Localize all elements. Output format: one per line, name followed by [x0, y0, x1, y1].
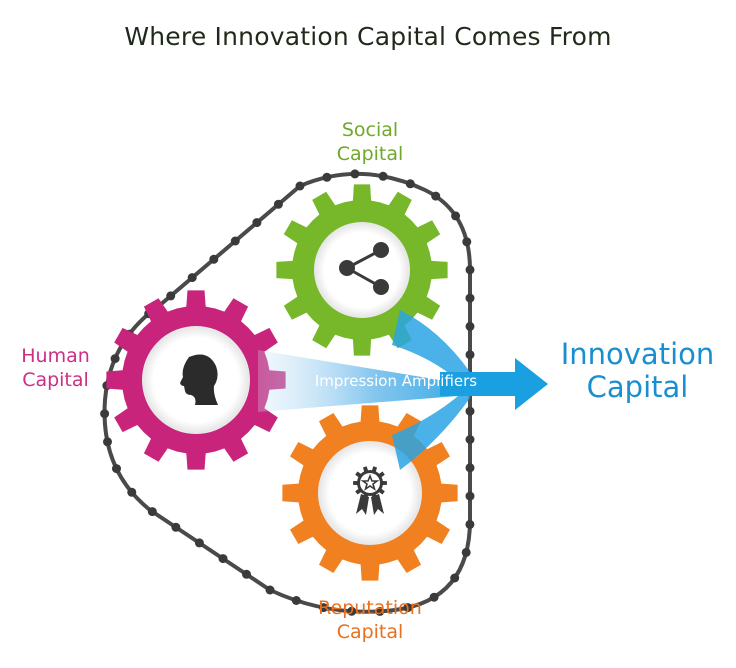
head-silhouette-icon: [180, 354, 218, 405]
chain-link: [273, 199, 283, 209]
chain-link: [465, 519, 475, 529]
chain-link: [166, 291, 176, 301]
chain-link: [450, 573, 460, 583]
chain-link: [375, 606, 385, 616]
chain-link: [465, 406, 475, 416]
chain-link: [405, 179, 415, 189]
human-gear: [106, 290, 286, 470]
chain-link: [465, 265, 475, 275]
chain-link: [431, 191, 441, 201]
chain-link: [465, 435, 475, 444]
chain-link: [265, 585, 275, 595]
human-capital-label: Human Capital: [21, 345, 90, 391]
chain-link: [242, 569, 251, 579]
chain-link: [322, 172, 332, 182]
chain-link: [429, 592, 439, 602]
chain-link: [100, 409, 110, 419]
share-icon: [339, 242, 389, 295]
chain-link: [147, 507, 157, 517]
chain-link: [465, 491, 475, 501]
chain-link: [230, 236, 240, 246]
innovation-capital-label: Innovation Capital: [560, 337, 715, 404]
chain-link: [465, 293, 475, 303]
chain-link: [465, 463, 475, 473]
chain-link: [451, 211, 461, 221]
chain-link: [350, 169, 360, 179]
chain-link: [403, 603, 413, 613]
chain-link: [347, 606, 357, 616]
diagram-title: Where Innovation Capital Comes From: [124, 22, 612, 51]
award-ribbon-icon: [353, 466, 387, 515]
chain-link: [465, 321, 475, 331]
chain-link: [319, 603, 329, 613]
chain-link: [209, 254, 219, 264]
chain-link: [127, 487, 137, 497]
chain-link: [378, 171, 388, 181]
reputation-capital-label: Reputation Capital: [318, 597, 422, 643]
social-capital-label: Social Capital: [336, 119, 404, 165]
chain-link: [112, 464, 121, 474]
output-arrow: [440, 358, 548, 410]
chain-link: [465, 350, 475, 360]
chain-link: [103, 437, 112, 447]
chain-link: [462, 237, 472, 247]
chain-link: [187, 273, 197, 283]
impression-amplifiers-label: Impression Amplifiers: [314, 372, 478, 390]
chain-link: [461, 547, 471, 557]
chain-links: [100, 169, 475, 616]
chain-link: [295, 181, 305, 191]
chain-link: [110, 354, 120, 364]
chain-link: [291, 596, 301, 605]
chain-link: [252, 218, 262, 228]
chain-link: [194, 538, 204, 548]
chain-link: [171, 522, 181, 532]
chain-link: [218, 554, 228, 564]
impression-amplifier-beams: [258, 310, 470, 470]
